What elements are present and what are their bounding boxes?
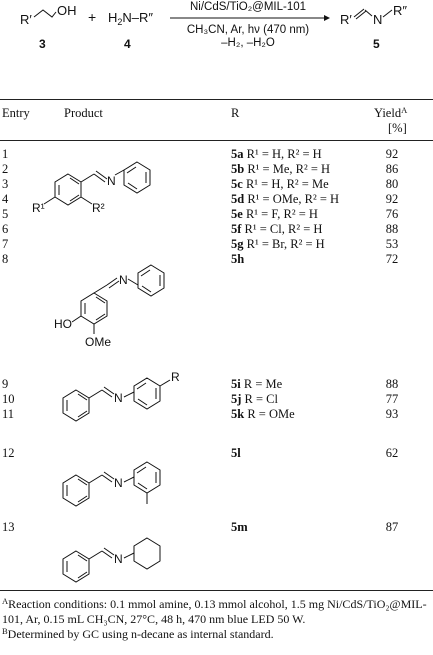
row-r: 5e R¹ = F, R² = H [231, 207, 318, 221]
header-yield: YieldA [374, 105, 408, 120]
row-yield: 93 [385, 407, 399, 421]
header-yield-unit: [%] [388, 121, 407, 135]
header-product: Product [64, 106, 103, 120]
structure-5h [71, 264, 165, 334]
atom-label-r: R [171, 370, 180, 384]
table-top-rule [0, 99, 433, 100]
atom-label-n: N [107, 174, 116, 188]
row-r: 5m [231, 520, 248, 534]
row-yield: 72 [385, 252, 399, 266]
row-r: 5i R = Me [231, 377, 283, 391]
row-r: 5d R¹ = OMe, R² = H [231, 192, 340, 206]
atom-label-n: N [114, 552, 123, 566]
atom-label-ome: OMe [85, 335, 111, 349]
header-r: R [231, 106, 240, 120]
structure-5l [62, 461, 161, 507]
atom-label-r1: R¹ [32, 201, 45, 215]
row-entry: 2 [2, 162, 9, 176]
row-entry: 6 [2, 222, 9, 236]
row-entry: 7 [2, 237, 9, 251]
product-r-label: R′ [340, 12, 352, 27]
row-yield: 88 [385, 377, 399, 391]
row-entry: 5 [2, 207, 9, 221]
row-r: 5g R¹ = Br, R² = H [231, 237, 325, 251]
row-yield: 87 [385, 520, 399, 534]
row-yield: 88 [385, 222, 399, 236]
row-yield: 76 [385, 207, 399, 221]
scheme-graphic: R′ OH 3 + H2N–R″ 4 Ni/CdS/TiO₂@MIL-101 C… [20, 1, 407, 51]
structure-5m [62, 537, 161, 583]
product-structures: N R¹ R² N HO OMe N R N N [32, 161, 180, 583]
atom-label-n: N [114, 391, 123, 405]
row-entry: 4 [2, 192, 9, 206]
reactant1-r-label: R′ [20, 12, 32, 27]
row-yield: 77 [385, 392, 399, 406]
reaction-arrow-head [324, 15, 330, 21]
row-entry: 10 [2, 392, 15, 406]
table-bottom-rule [0, 590, 433, 591]
product-number: 5 [373, 37, 380, 51]
product-r2-label: R″ [393, 3, 407, 18]
row-entry: 13 [2, 520, 15, 534]
row-entry: 12 [2, 446, 15, 460]
reactant2-number: 4 [124, 37, 131, 51]
row-yield: 92 [385, 147, 399, 161]
row-yield: 53 [385, 237, 399, 251]
plus-sign: + [88, 9, 96, 25]
row-yield: 86 [385, 162, 399, 176]
reactant2-formula: H2N–R″ [108, 10, 153, 27]
row-r: 5b R¹ = Me, R² = H [231, 162, 331, 176]
row-yield: 80 [385, 177, 399, 191]
reactant1-bond [33, 9, 57, 18]
row-entry: 1 [2, 147, 9, 161]
conditions-byproducts: –H₂, –H₂O [221, 37, 275, 49]
structure-5a-5g [43, 161, 151, 206]
row-r: 5k R = OMe [231, 407, 295, 421]
header-entry: Entry [2, 106, 30, 120]
atom-label-r2: R² [92, 201, 105, 215]
row-entry: 3 [2, 177, 9, 191]
row-yield: 62 [385, 446, 399, 460]
row-entry: 11 [2, 407, 15, 421]
reactant1-oh-label: OH [57, 3, 77, 18]
row-entry: 8 [2, 252, 9, 266]
atom-label-n: N [119, 273, 128, 287]
row-r: 5l [231, 446, 241, 460]
atom-label-ho: HO [54, 317, 72, 331]
atom-label-n: N [114, 476, 123, 490]
footnote-a: AReaction conditions: 0.1 mmol amine, 0.… [2, 596, 427, 626]
structure-5i-5k [62, 377, 171, 422]
reactant1-number: 3 [39, 37, 46, 51]
footnote-b: BDetermined by GC using n-decane as inte… [2, 626, 274, 641]
header-bottom-rule [0, 140, 433, 141]
conditions-solvent: CH₃CN, Ar, hν (470 nm) [187, 24, 309, 36]
row-r: 5c R¹ = H, R² = Me [231, 177, 329, 191]
row-r: 5f R¹ = Cl, R² = H [231, 222, 323, 236]
product-n-label: N [373, 12, 382, 27]
conditions-catalyst: Ni/CdS/TiO₂@MIL-101 [190, 1, 306, 13]
row-entry: 9 [2, 377, 9, 391]
row-r: 5a R¹ = H, R² = H [231, 147, 322, 161]
row-r: 5h [231, 252, 245, 266]
row-yield: 92 [385, 192, 399, 206]
row-r: 5j R = Cl [231, 392, 278, 406]
